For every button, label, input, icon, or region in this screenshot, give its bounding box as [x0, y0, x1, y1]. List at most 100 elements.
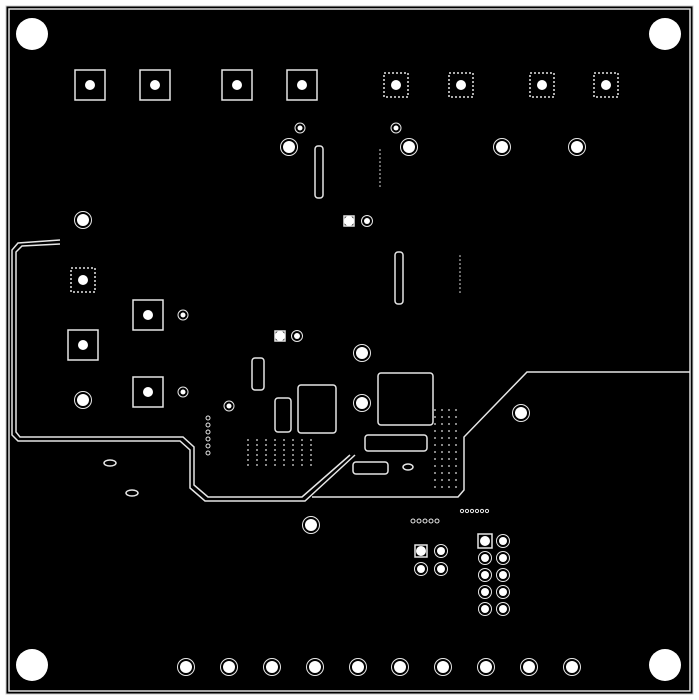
pad-hole: [180, 389, 186, 395]
round-pad: [434, 658, 452, 676]
via: [448, 444, 450, 446]
pad-hole: [437, 565, 445, 573]
via: [274, 449, 276, 451]
pad-hole: [78, 340, 88, 350]
round-pad: [496, 602, 510, 616]
via: [310, 449, 312, 451]
pad-hole: [499, 554, 507, 562]
via: [448, 430, 450, 432]
round-pad: [390, 122, 402, 134]
component-outline: [274, 397, 292, 433]
via: [310, 439, 312, 441]
square-pad: [67, 329, 99, 361]
pad-hole: [266, 661, 278, 673]
mounting-hole: [16, 18, 48, 50]
mounting-hole: [16, 649, 48, 681]
round-pad: [434, 562, 448, 576]
via: [434, 472, 436, 474]
pad-hole: [481, 554, 489, 562]
via: [459, 267, 461, 269]
via: [265, 449, 267, 451]
via: [455, 430, 457, 432]
pad-hole: [352, 661, 364, 673]
round-pad: [563, 658, 581, 676]
via: [292, 444, 294, 446]
round-pad: [74, 391, 92, 409]
via: [441, 430, 443, 432]
pad-hole: [481, 588, 489, 596]
via: [301, 454, 303, 456]
via: [410, 518, 416, 524]
via: [379, 185, 381, 187]
pad-hole: [393, 125, 399, 131]
via: [247, 449, 249, 451]
pad-hole: [78, 275, 88, 285]
pad-hole: [437, 547, 445, 555]
via: [434, 437, 436, 439]
square-pad: [529, 72, 555, 98]
round-pad: [177, 658, 195, 676]
via: [256, 444, 258, 446]
pad-hole: [297, 80, 307, 90]
via: [283, 454, 285, 456]
round-pad: [349, 658, 367, 676]
via: [310, 459, 312, 461]
via: [441, 437, 443, 439]
square-pad: [139, 69, 171, 101]
square-pad: [221, 69, 253, 101]
square-pad: [74, 69, 106, 101]
via: [205, 429, 211, 435]
via: [455, 486, 457, 488]
component-outline: [297, 384, 337, 434]
pad-hole: [143, 387, 153, 397]
via: [247, 464, 249, 466]
via: [274, 464, 276, 466]
via: [459, 275, 461, 277]
round-pad: [496, 534, 510, 548]
component-outline: [352, 461, 389, 475]
square-pad: [132, 376, 164, 408]
via: [256, 454, 258, 456]
via: [283, 449, 285, 451]
via: [455, 458, 457, 460]
pad-hole: [480, 661, 492, 673]
via: [459, 291, 461, 293]
via: [441, 416, 443, 418]
via: [448, 409, 450, 411]
via: [265, 459, 267, 461]
via: [379, 169, 381, 171]
via: [274, 439, 276, 441]
round-pad: [391, 658, 409, 676]
via: [455, 409, 457, 411]
pad-hole: [499, 537, 507, 545]
round-pad: [493, 138, 511, 156]
square-pad: [448, 72, 474, 98]
via: [459, 283, 461, 285]
round-pad: [294, 122, 306, 134]
via: [441, 451, 443, 453]
round-pad: [568, 138, 586, 156]
via: [441, 465, 443, 467]
via: [247, 444, 249, 446]
round-pad: [496, 551, 510, 565]
pad-hole: [499, 588, 507, 596]
pad-hole: [456, 80, 466, 90]
round-pad: [280, 138, 298, 156]
square-pad: [132, 299, 164, 331]
pad-hole: [571, 141, 583, 153]
round-pad: [74, 211, 92, 229]
via: [459, 259, 461, 261]
pad-hole: [150, 80, 160, 90]
via: [205, 450, 211, 456]
pad-hole: [294, 333, 300, 339]
pad-hole: [309, 661, 321, 673]
round-pad: [400, 138, 418, 156]
via: [292, 454, 294, 456]
via: [292, 459, 294, 461]
square-pad: [383, 72, 409, 98]
round-pad: [496, 568, 510, 582]
pad-hole: [223, 661, 235, 673]
square-pad: [286, 69, 318, 101]
round-pad: [434, 544, 448, 558]
